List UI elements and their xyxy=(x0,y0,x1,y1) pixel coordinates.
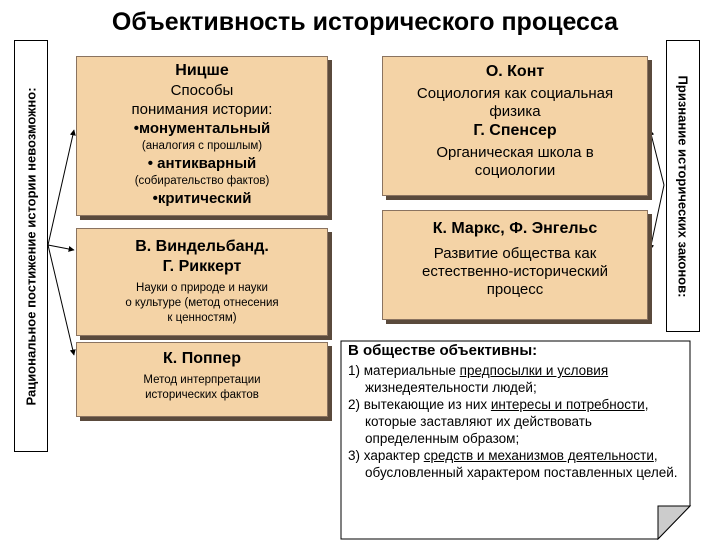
arrow-to-comte xyxy=(648,129,665,186)
note-item-3-pre: 3) характер xyxy=(348,448,424,463)
windelband-note-2: о культуре (метод отнесения xyxy=(125,297,279,309)
note-title: В обществе объективны: xyxy=(348,342,538,359)
popper-box: К. Поппер Метод интерпретации историческ… xyxy=(76,342,328,417)
windelband-note-3: к ценностям) xyxy=(167,312,237,324)
popper-note-1: Метод интерпретации xyxy=(143,374,261,386)
nietzsche-line-1: Способы xyxy=(170,82,234,99)
left-bar: Рациональное постижение истории невозмож… xyxy=(14,40,48,452)
comte-line-2: физика xyxy=(489,103,541,120)
comte-name: О. Конт xyxy=(485,63,545,80)
note-shape xyxy=(340,340,692,540)
note-item-1-underlined: предпосылки и условия xyxy=(459,363,609,378)
note-item-1-rest: жизнедеятельности людей; xyxy=(365,380,537,395)
popper-name: К. Поппер xyxy=(163,350,241,367)
nietzsche-note-2: (собирательство фактов) xyxy=(134,175,270,187)
marx-line-2: естественно-исторический xyxy=(422,263,608,280)
note-item-1: 1) материальные предпосылки и условия жи… xyxy=(348,362,688,396)
marx-box: К. Маркс, Ф. Энгельс Развитие общества к… xyxy=(382,210,648,320)
arrow-to-popper xyxy=(47,244,76,356)
nietzsche-bullet-2: • антикварный xyxy=(147,155,257,172)
right-bar: Признание исторических законов: xyxy=(666,40,700,332)
note-item-3: 3) характер средств и механизмов деятель… xyxy=(348,447,688,481)
page-title: Объективность исторического процесса xyxy=(111,8,619,36)
note-item-2: 2) вытекающие из них интересы и потребно… xyxy=(348,396,688,447)
windelband-name: В. Виндельбанд. xyxy=(135,238,269,255)
note-item-3-rest: , обусловленный характером поставленных … xyxy=(365,448,678,480)
note-item-2-pre: 2) вытекающие из них xyxy=(348,397,491,412)
marx-line-3: процесс xyxy=(486,281,544,298)
comte-line-3: Органическая школа в xyxy=(436,144,594,161)
popper-note-2: исторических фактов xyxy=(145,389,259,401)
spencer-name: Г. Спенсер xyxy=(473,122,557,139)
note-item-2-underlined: интересы и потребности xyxy=(490,397,645,412)
arrow-to-windelband xyxy=(47,244,75,252)
windelband-box: В. Виндельбанд. Г. Риккерт Науки о приро… xyxy=(76,228,328,336)
note-item-2-rest: , которые заставляют их действовать опре… xyxy=(365,397,649,446)
note-item-3-underlined: средств и механизмов деятельности xyxy=(423,448,654,463)
windelband-note-1: Науки о природе и науки xyxy=(136,282,268,294)
nietzsche-name: Ницше xyxy=(175,62,229,79)
rickert-name: Г. Риккерт xyxy=(162,258,242,275)
nietzsche-box: Ницше Способы понимания истории: •монуме… xyxy=(76,56,328,216)
comte-line-4: социологии xyxy=(474,162,556,179)
nietzsche-bullet-1: •монументальный xyxy=(133,120,271,137)
comte-line-1: Социология как социальная xyxy=(416,85,614,102)
nietzsche-note-1: (аналогия с прошлым) xyxy=(141,140,263,152)
nietzsche-line-2: понимания истории: xyxy=(131,101,273,118)
note-item-1-pre: 1) материальные xyxy=(348,363,460,378)
marx-name: К. Маркс, Ф. Энгельс xyxy=(432,220,598,237)
nietzsche-bullet-3: •критический xyxy=(152,190,252,207)
arrow-to-marx xyxy=(648,184,665,251)
objective-note: В обществе объективны: 1) материальные п… xyxy=(340,340,692,540)
marx-line-1: Развитие общества как xyxy=(433,245,597,262)
arrow-to-nietzsche xyxy=(47,129,76,246)
comte-box: О. Конт Социология как социальная физика… xyxy=(382,56,648,196)
